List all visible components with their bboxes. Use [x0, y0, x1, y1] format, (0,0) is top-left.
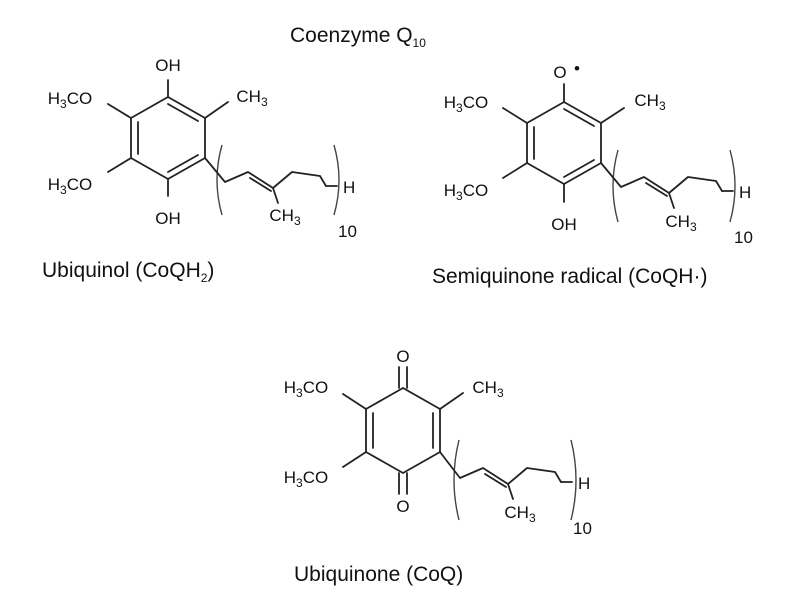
ubiquinol-structure: OH OH H3CO H3CO CH3 H CH3 10	[48, 56, 357, 241]
ubiquinol-caption: Ubiquinol (CoQH2)	[42, 259, 214, 285]
methoxy-label: H3CO	[444, 93, 488, 115]
methoxy-label: H3CO	[284, 378, 328, 400]
methoxy-label: H3CO	[444, 181, 488, 203]
methyl-label: CH3	[634, 91, 666, 113]
terminal-hydrogen-label: H	[578, 474, 590, 493]
repeat-count-label: 10	[573, 519, 592, 538]
radical-dot-icon: •	[574, 59, 580, 78]
semiquinone-substituent-bonds	[502, 83, 625, 203]
oxygen-label: O	[553, 63, 566, 82]
methyl-label: CH3	[236, 87, 268, 109]
ubiquinol-substituent-bonds	[107, 79, 229, 197]
carbonyl-oxygen-label: O	[396, 347, 409, 366]
methoxy-label: H3CO	[48, 175, 92, 197]
diagram-title: Coenzyme Q10	[290, 24, 426, 50]
repeat-count-label: 10	[734, 228, 753, 247]
hydroxyl-label: OH	[551, 215, 577, 234]
terminal-hydrogen-label: H	[739, 183, 751, 202]
ubiquinone-substituent-bonds	[342, 366, 464, 495]
methoxy-label: H3CO	[48, 89, 92, 111]
terminal-hydrogen-label: H	[343, 178, 355, 197]
semiquinone-ring	[526, 101, 602, 185]
isoprenoid-tail	[204, 144, 340, 216]
repeat-count-label: 10	[338, 222, 357, 241]
semiquinone-structure: O • OH H3CO H3CO CH3 H CH3 10	[444, 59, 753, 247]
methoxy-label: H3CO	[284, 468, 328, 490]
methyl-label: CH3	[504, 503, 536, 525]
isoprenoid-tail	[439, 439, 577, 521]
ubiquinone-structure: O O H3CO H3CO CH3 H CH3 10	[284, 347, 592, 538]
methyl-label: CH3	[472, 378, 504, 400]
isoprenoid-tail	[600, 149, 736, 223]
methyl-label: CH3	[665, 212, 697, 234]
methyl-label: CH3	[269, 206, 301, 228]
ubiquinone-caption: Ubiquinone (CoQ)	[294, 563, 463, 586]
carbonyl-oxygen-label: O	[396, 497, 409, 516]
hydroxyl-label: OH	[155, 209, 181, 228]
hydroxyl-label: OH	[155, 56, 181, 75]
ubiquinol-ring	[130, 96, 206, 180]
ubiquinone-ring	[365, 387, 441, 474]
semiquinone-caption: Semiquinone radical (CoQH·)	[432, 265, 707, 288]
